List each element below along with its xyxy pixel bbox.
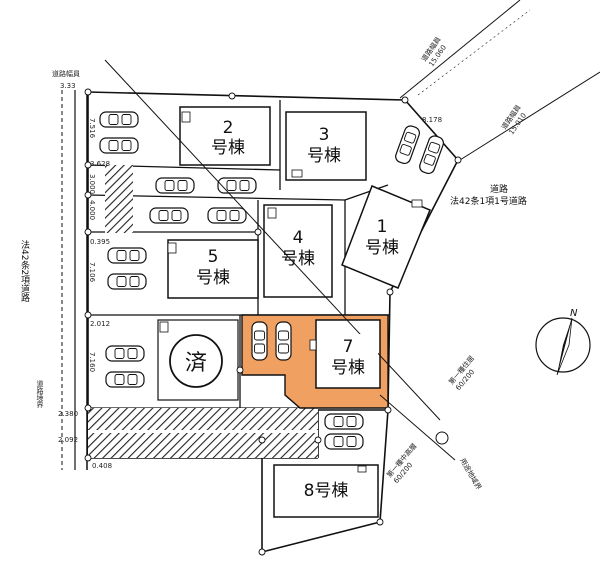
zone-boundary-marker <box>435 431 449 445</box>
svg-text:4: 4 <box>293 228 304 248</box>
svg-text:2.092: 2.092 <box>58 436 78 444</box>
lot-8-label: 8号棟 <box>304 481 349 501</box>
sold-circle <box>169 334 223 388</box>
buildings <box>167 106 431 518</box>
svg-text:法42条1項1号道路: 法42条1項1号道路 <box>450 195 527 207</box>
svg-text:道路: 道路 <box>490 183 508 195</box>
road-width-top-left-value: 3.33 <box>60 82 76 90</box>
lot-5-label: 5 号棟 <box>196 247 230 288</box>
svg-text:5: 5 <box>208 247 219 267</box>
svg-text:用途地域界: 用途地域界 <box>458 457 483 492</box>
svg-text:7: 7 <box>343 337 354 357</box>
svg-text:8.178: 8.178 <box>422 116 442 124</box>
road-width-top-left-label: 道路幅員 <box>52 69 80 78</box>
zone-boundary-line <box>104 59 441 421</box>
svg-text:号棟: 号棟 <box>307 146 341 166</box>
svg-text:号棟: 号棟 <box>365 238 399 258</box>
zone-boundary-label: 用途地域界 <box>458 457 483 492</box>
svg-text:8号棟: 8号棟 <box>304 481 349 501</box>
svg-text:7.106: 7.106 <box>88 262 96 283</box>
lot-7-label: 7 号棟 <box>318 334 378 378</box>
road-width-right: 道路幅員 15.010 <box>499 103 528 136</box>
sold-label: 済 <box>185 351 207 376</box>
zone-b-label: 第一種中高層 60/200 <box>385 441 419 485</box>
svg-text:3.000: 3.000 <box>88 174 96 194</box>
svg-text:3: 3 <box>319 125 330 145</box>
dimension-labels: 7.516 3.628 3.000 4.000 0.395 7.106 2.01… <box>58 116 442 470</box>
lot-1-label: 1 号棟 <box>365 217 399 258</box>
svg-text:4.000: 4.000 <box>88 200 96 220</box>
svg-text:N: N <box>570 308 578 319</box>
svg-text:7.516: 7.516 <box>88 118 96 139</box>
lot-3-label: 3 号棟 <box>307 125 341 166</box>
lot-2-label: 2 号棟 <box>211 118 245 158</box>
svg-text:号棟: 号棟 <box>281 249 315 269</box>
zone-a-label: 第一種住居 60/200 <box>447 354 477 392</box>
svg-text:0.395: 0.395 <box>90 238 110 246</box>
svg-text:7.160: 7.160 <box>88 352 96 372</box>
svg-text:号棟: 号棟 <box>211 138 245 158</box>
svg-text:号棟: 号棟 <box>196 268 230 288</box>
left-road-label: 法42条2項道路 <box>19 239 30 303</box>
svg-text:2.012: 2.012 <box>90 320 110 328</box>
svg-text:2: 2 <box>223 118 234 138</box>
right-road <box>399 0 600 161</box>
hatched-driveway-upper <box>105 165 133 233</box>
svg-text:1: 1 <box>377 217 388 237</box>
meter-marks <box>159 111 423 473</box>
right-road-label: 道路 法42条1項1号道路 <box>450 183 527 207</box>
svg-text:号棟: 号棟 <box>331 358 365 378</box>
svg-text:0.408: 0.408 <box>92 462 112 470</box>
north-compass-icon: N <box>535 308 591 376</box>
left-edge-label: 道路境界 <box>36 379 44 409</box>
lot-4-label: 4 号棟 <box>281 228 315 269</box>
svg-text:2.380: 2.380 <box>58 410 78 418</box>
road-width-top-right: 道路幅員 15.060 <box>419 35 448 68</box>
svg-text:3.628: 3.628 <box>90 160 110 168</box>
boundary-points <box>84 88 462 556</box>
